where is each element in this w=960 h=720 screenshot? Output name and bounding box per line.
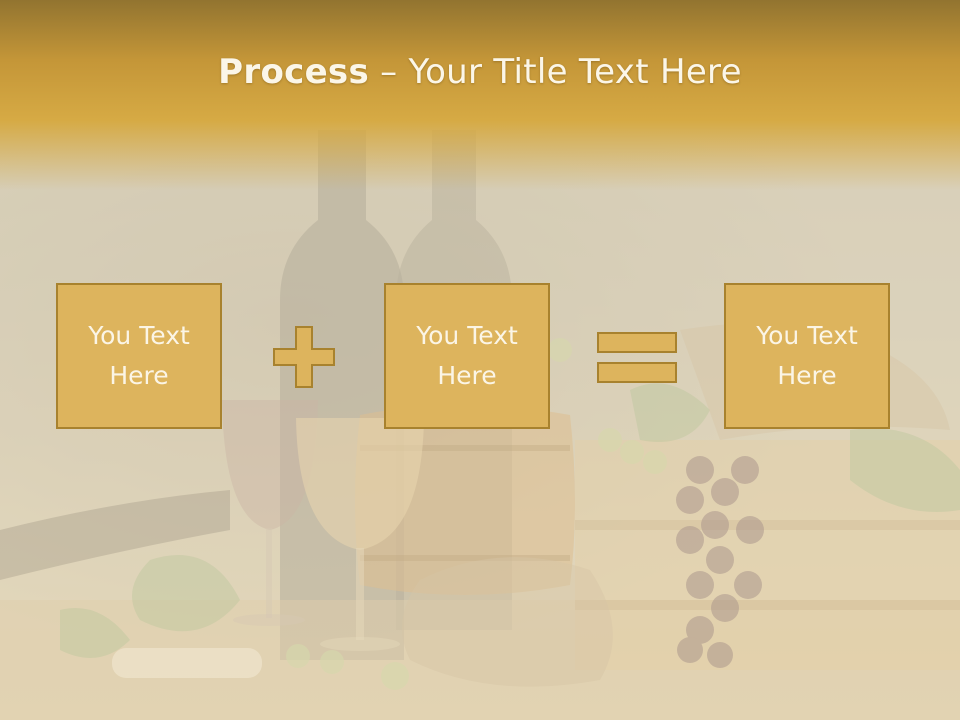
- process-box-3[interactable]: You Text Here: [724, 283, 890, 429]
- title-rest: Your Title Text Here: [408, 52, 742, 92]
- process-box-2[interactable]: You Text Here: [384, 283, 550, 429]
- process-box-1[interactable]: You Text Here: [56, 283, 222, 429]
- slide-title[interactable]: Process – Your Title Text Here: [0, 52, 960, 92]
- process-box-2-text: You Text Here: [416, 321, 518, 390]
- title-bold: Process: [218, 52, 370, 92]
- equals-icon: [597, 332, 677, 383]
- plus-icon: [273, 326, 335, 388]
- header-band: [0, 0, 960, 190]
- process-box-3-text: You Text Here: [756, 321, 858, 390]
- title-dash: –: [369, 52, 409, 92]
- process-box-1-text: You Text Here: [88, 321, 190, 390]
